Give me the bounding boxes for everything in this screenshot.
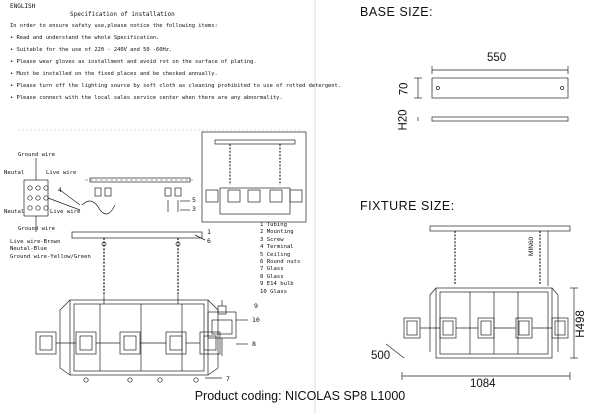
parts-list-item: 5 Ceiling [260, 251, 291, 258]
ground-wire-label-top: Ground wire [18, 152, 56, 158]
callout-number: 1 [207, 228, 211, 236]
parts-list-item: 6 Round nuts [260, 259, 301, 266]
parts-list-item: 10 Glass [260, 288, 287, 295]
base-height-dimension: H20 [397, 109, 410, 131]
callout-number: 3 [192, 205, 196, 213]
callout-number: 10 [252, 316, 260, 324]
live-wire-label-top: Live wire [46, 170, 77, 176]
legend-line: Live wire-Brown [10, 239, 61, 245]
product-code: Product coding: NICOLAS SP8 L1000 [194, 389, 406, 403]
live-wire-label-mid: Live wire [50, 209, 81, 215]
fixture-height-dimension: H498 [574, 310, 587, 338]
wire-color-legend: Live wire-Brown Neutal-Blue Ground wire-… [10, 239, 91, 261]
instruction-line: • Please wear gloves as installment and … [10, 59, 257, 65]
instruction-line: In order to ensure safety use,please not… [10, 23, 218, 29]
instruction-line: • Must be installed on the fixed places … [10, 71, 218, 77]
base-size-drawing [414, 66, 569, 122]
callout-number: 6 [207, 237, 211, 245]
language-label: ENGLISH [10, 3, 36, 10]
callout-number: 7 [226, 375, 230, 383]
inset-fixture-drawing [201, 131, 307, 223]
parts-list-item: 7 Glass [260, 266, 284, 273]
wiring-terminal-block [23, 158, 81, 232]
callout-number: 8 [252, 340, 256, 348]
parts-list: 1 Tubing 2 Mounting 3 Screw 4 Terminal 5… [260, 222, 300, 296]
parts-list-item: 1 Tubing [260, 222, 287, 228]
callout-number: 9 [254, 302, 258, 310]
spec-title: Specification of installation [70, 11, 175, 18]
parts-list-item: 8 Glass [260, 273, 284, 280]
legend-line: Neutal-Blue [10, 246, 48, 253]
parts-list-item: 4 Terminal [260, 244, 294, 251]
parts-list-item: 3 Screw [260, 236, 284, 243]
neutral-label-top: Neutal [4, 170, 25, 176]
parts-list-item: 9 E14 bulb [260, 281, 294, 288]
base-size-heading: BASE SIZE: [360, 5, 434, 19]
instruction-line: • Suitable for the use of 220 - 240V and… [10, 47, 173, 53]
instruction-line: • Please turn off the lighting source by… [10, 83, 342, 89]
legend-line: Ground wire-Yellow/Green [10, 253, 91, 260]
fixture-width-dimension: 1084 [470, 378, 496, 390]
callout-number: 4 [58, 186, 62, 194]
instruction-line: • Please connect with the local sales se… [10, 95, 283, 101]
chain-length-dimension: MIN60 [528, 236, 535, 256]
instruction-line: • Read and understand the whole Specific… [10, 35, 160, 41]
parts-list-item: 2 Mounting [260, 229, 294, 236]
fixture-depth-dimension: 500 [371, 350, 391, 362]
base-width-dimension: 550 [487, 52, 507, 64]
callout-number: 5 [192, 196, 196, 204]
fixture-size-drawing [385, 225, 578, 380]
neutral-label-mid: Neutal [4, 209, 25, 215]
fixture-size-heading: FIXTURE SIZE: [360, 199, 455, 213]
base-depth-dimension: 70 [398, 82, 411, 96]
instruction-list: In order to ensure safety use,please not… [10, 23, 341, 107]
ground-wire-label-bottom: Ground wire [18, 226, 56, 232]
